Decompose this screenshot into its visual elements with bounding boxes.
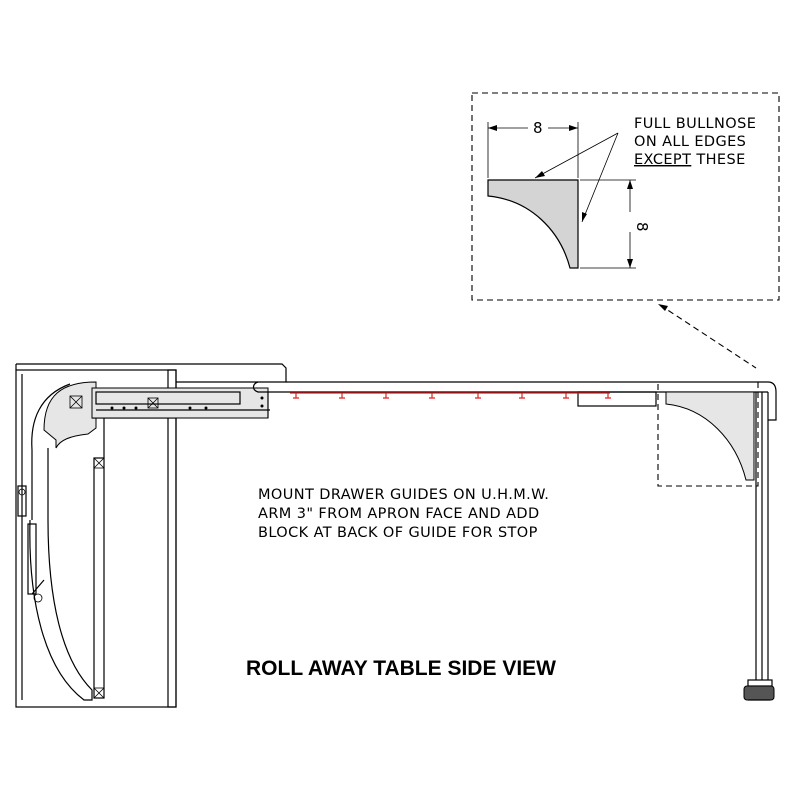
mount-note-line-3: BLOCK AT BACK OF GUIDE FOR STOP	[258, 525, 538, 541]
bullnose-note-line-3: EXCEPT THESE	[634, 152, 746, 168]
bracket-profile	[487, 179, 579, 269]
height-dimension: 8	[580, 179, 651, 269]
width-label: 8	[533, 119, 543, 137]
bullnose-note-line-2: ON ALL EDGES	[634, 134, 746, 150]
width-dimension: 8	[487, 119, 579, 178]
bullnose-detail: 8 8 FULL BULLNOSE ON ALL EDGES EXCEPT TH…	[471, 92, 780, 301]
hinge-hardware	[290, 392, 611, 399]
mount-note: MOUNT DRAWER GUIDES ON U.H.M.W. ARM 3" F…	[258, 487, 549, 541]
height-label: 8	[633, 222, 651, 232]
bullnose-note-line-1: FULL BULLNOSE	[634, 116, 756, 132]
drawing-title: ROLL AWAY TABLE SIDE VIEW	[246, 657, 556, 680]
mount-note-line-1: MOUNT DRAWER GUIDES ON U.H.M.W.	[258, 487, 549, 503]
detail-border	[471, 92, 780, 301]
table-leg	[657, 381, 775, 701]
mount-note-line-2: ARM 3" FROM APRON FACE AND ADD	[258, 506, 540, 522]
storage-cabinet	[15, 363, 287, 708]
latch-hardware	[17, 485, 45, 603]
detail-leader	[658, 304, 757, 369]
note-leaders	[534, 132, 619, 223]
